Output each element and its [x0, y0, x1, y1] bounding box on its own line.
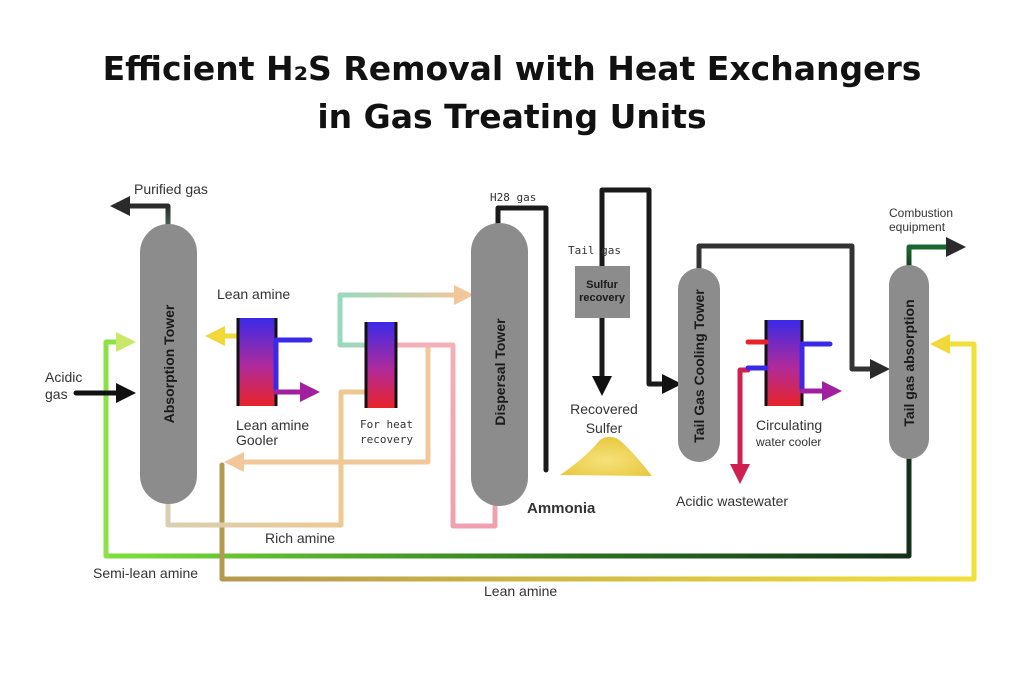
absorption-tower-label: Absorption Tower [161, 304, 177, 423]
semi-lean-amine-pipe [103, 449, 912, 559]
combustion-pipe [906, 237, 966, 271]
dispersal-tower[interactable] [471, 223, 528, 506]
absorption-tower[interactable] [140, 224, 197, 504]
rich-amine-label: Rich amine [265, 530, 335, 546]
lean-amine-bottom-pipe [219, 334, 977, 582]
recovered-sulfer-label-line1: Recovered [570, 401, 638, 417]
dispersal-bottom-pipe [393, 342, 498, 529]
circulating-water-cooler-exchanger[interactable] [745, 320, 842, 406]
cooling-to-absorption-pipe [696, 243, 890, 379]
lean-amine-cooler-exchanger[interactable] [236, 318, 320, 406]
rich-amine-pipe [165, 389, 369, 528]
combustion-equipment-label-line1: Combustion [889, 206, 953, 220]
acidic-wastewater-pipe [730, 367, 751, 484]
tail-gas-label: Tail gas [568, 244, 621, 257]
tail-gas-cooling-tower-label: Tail Gas Cooling Tower [691, 289, 707, 443]
lean-amine-gooler-label-line2: Gooler [236, 432, 278, 448]
rich-amine-to-dispersal-pipe [337, 285, 474, 348]
acidic-gas-label-line2: gas [45, 386, 68, 402]
tail-gas-pipe [599, 187, 682, 394]
recovered-sulfur-pile [560, 436, 652, 476]
recovered-sulfer-label-line2: Sulfer [586, 420, 623, 436]
circulating-label-line1: Circulating [756, 417, 822, 433]
for-heat-recovery-label-line1: For heat [360, 418, 413, 431]
sulfur-recovery-unit[interactable] [575, 266, 630, 318]
tail-gas-cooling-tower[interactable] [678, 268, 720, 462]
ammonia-label: Ammonia [527, 500, 596, 517]
sulfur-recovery-label-line1: Sulfur [586, 279, 618, 291]
tail-gas-absorption-tower[interactable] [889, 265, 929, 459]
diagram-title-line1: Efficient H₂S Removal with Heat Exchange… [103, 49, 922, 88]
heat-recovery-exchanger[interactable] [364, 322, 398, 408]
lean-amine-gooler-label-line1: Lean amine [236, 417, 309, 433]
h2s-gas-pipe [495, 205, 549, 473]
lean-amine-top-label: Lean amine [217, 286, 290, 302]
purified-gas-pipe [110, 196, 171, 231]
dispersal-tower-label: Dispersal Tower [492, 318, 508, 426]
circulating-label-line2: water cooler [755, 435, 821, 449]
sulfur-recovery-label-line2: recovery [579, 292, 626, 304]
tail-gas-absorption-label: Tail gas absorption [901, 299, 917, 426]
h2s-gas-label: H28 gas [490, 191, 536, 204]
acidic-gas-label-line1: Acidic [45, 369, 82, 385]
semi-lean-amine-riser [103, 332, 136, 559]
for-heat-recovery-label-line2: recovery [360, 433, 413, 446]
acidic-wastewater-label: Acidic wastewater [676, 493, 788, 509]
semi-lean-amine-label: Semi-lean amine [93, 565, 198, 581]
lean-amine-bottom-label: Lean amine [484, 583, 557, 599]
combustion-equipment-label-line2: equipment [889, 220, 946, 234]
diagram-title-line2: in Gas Treating Units [317, 97, 706, 136]
purified-gas-label: Purified gas [134, 181, 208, 197]
